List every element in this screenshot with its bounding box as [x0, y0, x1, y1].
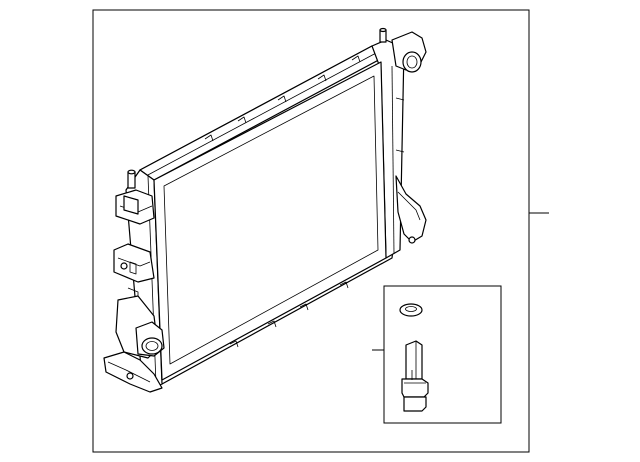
radiator-assembly	[103, 27, 427, 393]
drain-plug	[401, 340, 429, 412]
drain-plug-kit	[399, 303, 429, 412]
o-ring-seal	[399, 303, 423, 317]
outer-frame	[92, 9, 530, 453]
